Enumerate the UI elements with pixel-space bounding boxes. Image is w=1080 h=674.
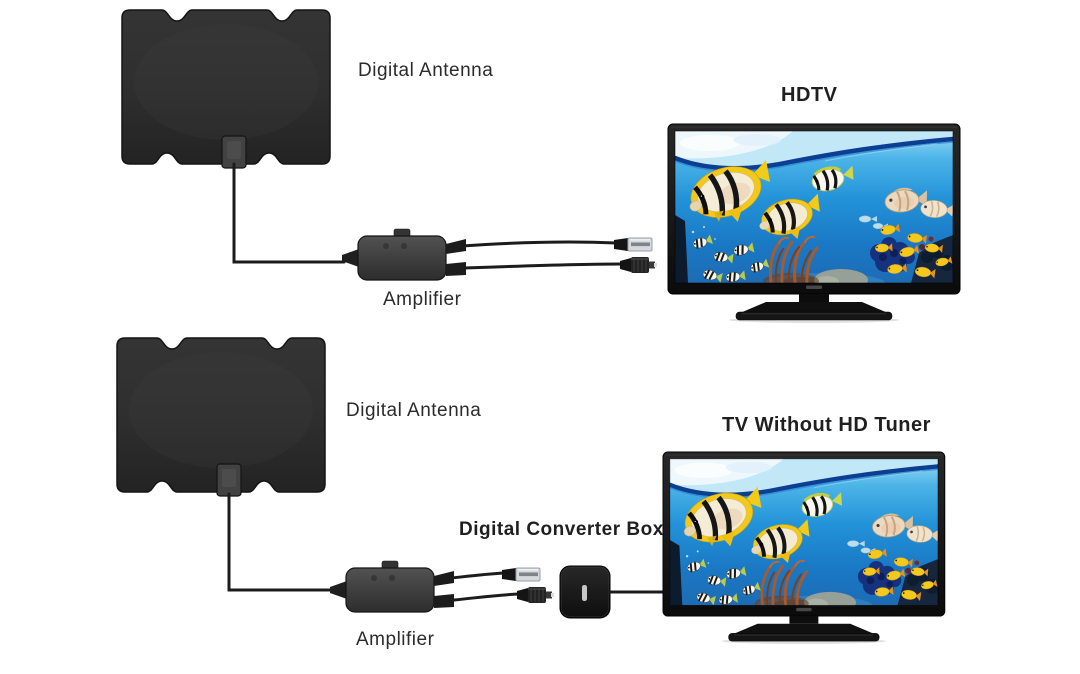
converter-section (116, 337, 945, 644)
antenna-cable (232, 162, 346, 264)
amplifier-label-bottom: Amplifier (356, 629, 435, 650)
usb-cable (450, 571, 506, 580)
converter-box-label: Digital Converter Box (459, 519, 664, 540)
usb-plug-icon (613, 237, 653, 252)
hdtv-section (121, 9, 960, 323)
antenna-cable (227, 492, 334, 592)
usb-plug-icon (501, 567, 541, 582)
coax-plug-icon (619, 256, 658, 274)
coax-cable (452, 592, 521, 602)
antenna-icon (116, 337, 326, 497)
amplifier-icon (341, 228, 467, 281)
coax-plug-icon (516, 586, 555, 604)
tv-icon (663, 452, 945, 644)
converter-box-icon (559, 565, 611, 619)
amplifier-icon (329, 560, 455, 613)
tv-without-tuner-label: TV Without HD Tuner (722, 414, 931, 436)
antenna-label-bottom: Digital Antenna (346, 400, 482, 421)
coax-cable (462, 262, 624, 270)
antenna-icon (121, 9, 331, 169)
usb-cable (460, 240, 618, 248)
antenna-label-top: Digital Antenna (358, 60, 494, 81)
tv-icon (668, 124, 960, 323)
amplifier-label-top: Amplifier (383, 289, 462, 310)
hdtv-label: HDTV (781, 84, 838, 106)
